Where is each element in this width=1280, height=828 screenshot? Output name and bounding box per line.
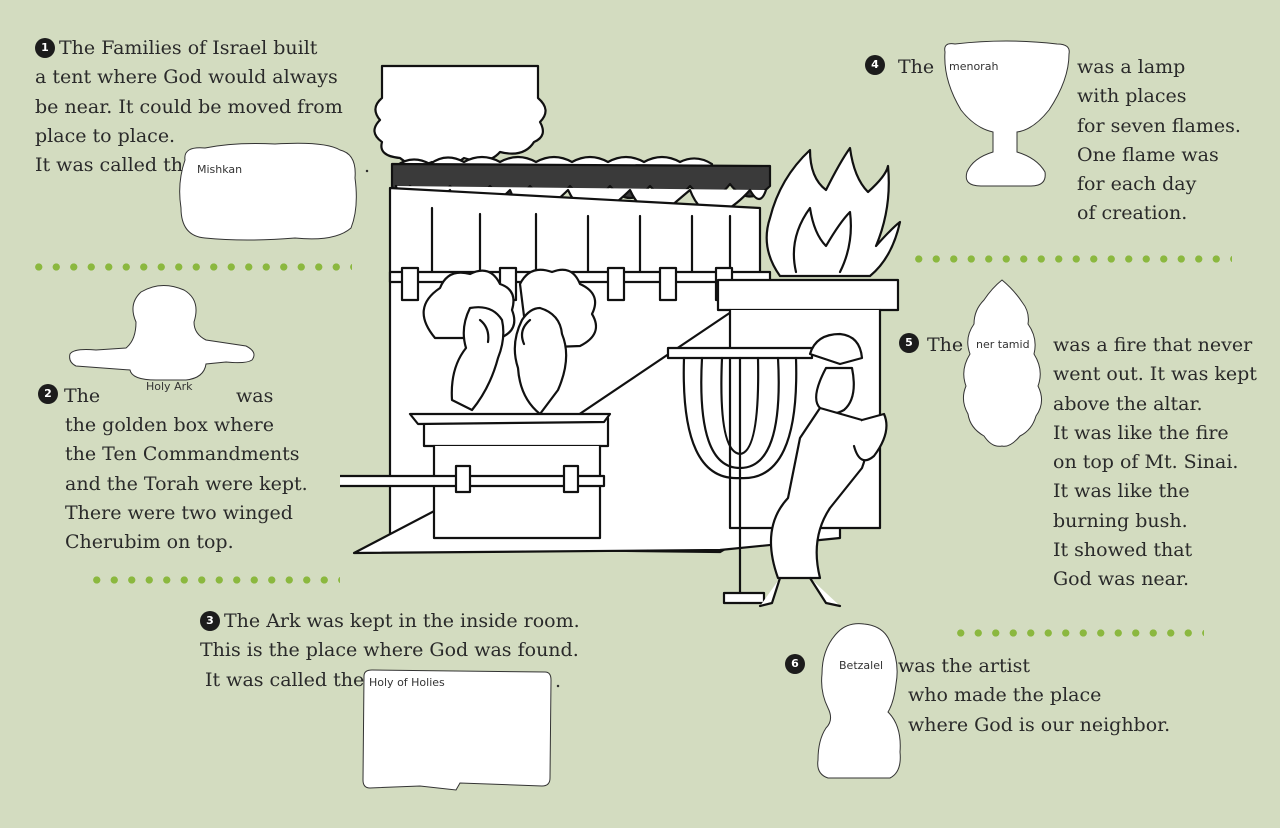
- divider-right-bottom: [952, 628, 1204, 638]
- mishkan-illustration: [340, 64, 902, 608]
- divider-left-top: [30, 262, 352, 272]
- step-3-badge: 3: [200, 611, 220, 631]
- section-1-line-2: a tent where God would always: [35, 66, 338, 89]
- menorah-answer-shape: [944, 40, 1070, 187]
- section-4-line-1: was a lamp: [1077, 56, 1186, 78]
- section-4-line-3: for seven flames.: [1077, 114, 1241, 137]
- section-5-line-7: burning bush.: [1053, 509, 1188, 532]
- divider-right-top: [910, 254, 1232, 264]
- section-2-word-was: was: [236, 385, 274, 407]
- section-6-line-2: who made the place: [908, 684, 1102, 707]
- section-1-line-5: It was called the: [35, 154, 195, 177]
- section-3-line-1: The Ark was kept in the inside room.: [224, 610, 580, 632]
- ark: [340, 412, 612, 540]
- section-4-word-the: The: [898, 56, 935, 78]
- cherubim: [422, 268, 598, 416]
- mishkan-answer: Mishkan: [197, 163, 243, 176]
- section-3-line-2: This is the place where God was found.: [200, 639, 579, 662]
- section-2-text: the golden box where the Ten Commandment…: [65, 411, 308, 557]
- section-3-line-3: It was called the: [205, 668, 365, 691]
- holy-ark-answer-shape: [69, 285, 255, 381]
- section-6-line-1: was the artist: [898, 655, 1031, 677]
- holy-ark-answer: Holy Ark: [146, 380, 193, 393]
- betzalel-figure: [758, 332, 888, 608]
- section-5-text: was a fire that never went out. It was k…: [1053, 331, 1257, 595]
- section-5-line-4: It was like the fire: [1053, 421, 1229, 444]
- section-3-end: .: [555, 670, 562, 692]
- section-6-text: was the artist who made the place where …: [898, 652, 1170, 740]
- menorah-answer: menorah: [949, 60, 999, 73]
- section-1-end: .: [364, 155, 371, 177]
- section-5-line-1: was a fire that never: [1053, 334, 1253, 356]
- section-4-line-5: for each day: [1077, 173, 1197, 196]
- section-1-line-1: The Families of Israel built: [59, 37, 318, 59]
- step-5-badge: 5: [899, 333, 919, 353]
- holy-of-holies-answer: Holy of Holies: [369, 676, 445, 689]
- section-4-text: was a lamp with places for seven flames.…: [1077, 53, 1241, 229]
- step-4-badge: 4: [865, 55, 885, 75]
- section-1-line-3: be near. It could be moved from: [35, 95, 343, 118]
- divider-left-bottom: [88, 575, 340, 585]
- section-5-line-8: It showed that: [1053, 539, 1193, 562]
- section-6-line-3: where God is our neighbor.: [908, 713, 1171, 736]
- cloud-pillar: [373, 64, 547, 167]
- betzalel-answer-shape: [817, 623, 901, 779]
- step-2-badge: 2: [38, 384, 58, 404]
- holy-of-holies-answer-shape: [362, 669, 552, 791]
- mishkan-answer-shape: [179, 142, 357, 241]
- section-5-word-the: The: [927, 334, 964, 356]
- section-1-line-4: place to place.: [35, 124, 176, 147]
- section-2-line-1: the golden box where: [65, 414, 274, 436]
- section-5-line-5: on top of Mt. Sinai.: [1053, 451, 1239, 474]
- step-6-badge: 6: [785, 654, 805, 674]
- section-4-line-6: of creation.: [1077, 202, 1188, 225]
- section-2-line-3: and the Torah were kept.: [65, 472, 308, 495]
- ner-tamid-answer-shape: [962, 279, 1042, 447]
- step-1-badge: 1: [35, 38, 55, 58]
- menorah-drawing: [666, 346, 814, 605]
- section-5-line-9: God was near.: [1053, 568, 1190, 591]
- section-4-line-4: One flame was: [1077, 143, 1219, 166]
- ner-tamid-answer: ner tamid: [976, 338, 1030, 351]
- section-2-line-5: Cherubim on top.: [65, 531, 234, 554]
- betzalel-answer: Betzalel: [839, 659, 884, 672]
- section-2-line-4: There were two winged: [65, 501, 293, 524]
- section-4-line-2: with places: [1077, 85, 1187, 108]
- section-2-word-the: The: [64, 385, 101, 407]
- section-5-line-2: went out. It was kept: [1053, 363, 1257, 386]
- section-5-line-3: above the altar.: [1053, 392, 1203, 415]
- section-5-line-6: It was like the: [1053, 480, 1190, 503]
- section-2-line-2: the Ten Commandments: [65, 443, 300, 466]
